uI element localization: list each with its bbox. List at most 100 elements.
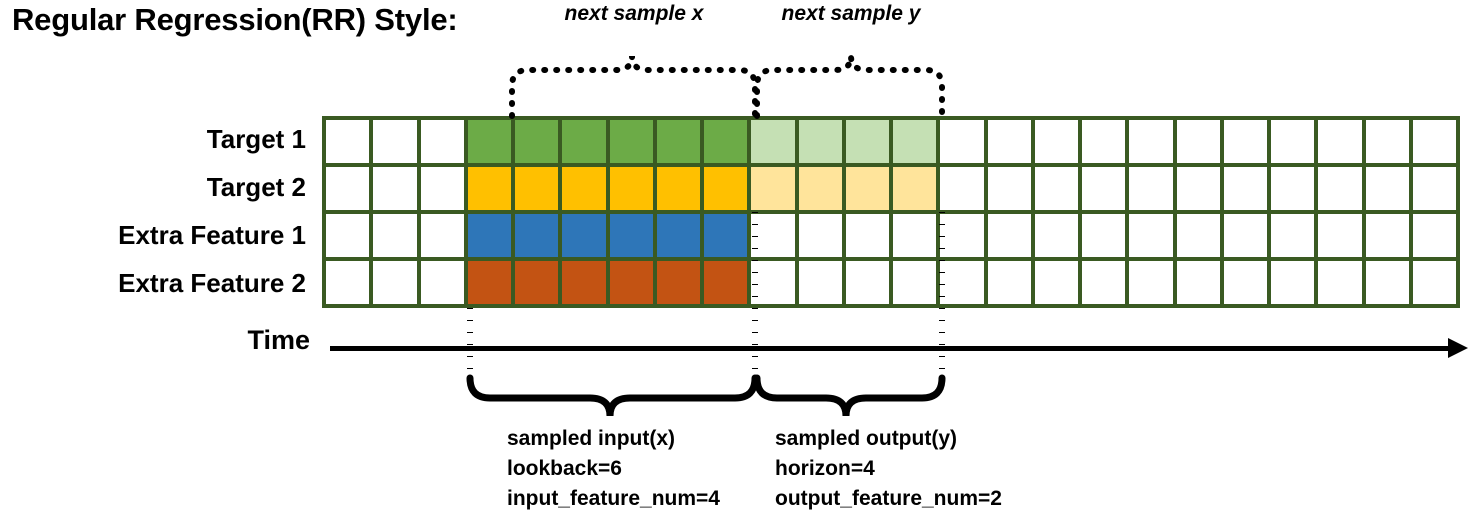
grid-cell [562,167,606,210]
grid-cell [1082,261,1126,304]
grid-cell [1223,261,1267,304]
grid-cell [1129,167,1173,210]
grid-cell [515,167,559,210]
grid-cell [656,120,700,163]
grid-cell [751,261,795,304]
sampled-input-caption: sampled input(x) lookback=6 input_featur… [507,424,720,513]
grid-cell [751,167,795,210]
sampled-output-caption: sampled output(y) horizon=4 output_featu… [775,424,1002,513]
grid-cell [656,214,700,257]
grid-cell [1082,167,1126,210]
sampled-output-line-2: horizon=4 [775,456,875,480]
grid-cell [562,261,606,304]
grid-cell [1412,214,1456,257]
grid-cell [1271,120,1315,163]
page-title: Regular Regression(RR) Style: [12,2,458,37]
grid-cell [1318,167,1362,210]
grid-cell [1129,261,1173,304]
grid-cell [609,214,653,257]
grid-cell [609,167,653,210]
grid-cell [609,120,653,163]
grid-cell [1129,120,1173,163]
grid-cell [1223,167,1267,210]
right-arrow-icon [1448,338,1468,358]
grid-cell [940,120,984,163]
grid-cell [1034,214,1078,257]
time-axis-line [330,346,1458,351]
grid-cell [845,214,889,257]
grid-cell [562,214,606,257]
grid-cell [326,214,370,257]
grid-cell [609,261,653,304]
grid-cell [845,120,889,163]
grid-cell [987,167,1031,210]
sampled-input-line-3: input_feature_num=4 [507,486,720,510]
grid-cell [987,261,1031,304]
grid-cell [1271,167,1315,210]
sampled-input-line-2: lookback=6 [507,456,622,480]
grid-cell [1176,120,1220,163]
grid-cell [1365,261,1409,304]
grid-cell [1318,120,1362,163]
grid-cell [420,214,464,257]
grid-cell [420,120,464,163]
grid-cell [845,261,889,304]
brace-sampled-input [466,374,759,417]
grid-cell [1223,120,1267,163]
grid-cell [467,120,511,163]
grid-cell [940,167,984,210]
row-label-target-2: Target 2 [206,172,306,202]
grid-cell [845,167,889,210]
grid-cell [893,261,937,304]
grid-cell [373,120,417,163]
grid-cell [373,214,417,257]
grid-cell [798,120,842,163]
sampled-output-line-3: output_feature_num=2 [775,486,1002,510]
grid-cell [987,214,1031,257]
grid-cell [893,167,937,210]
grid-cell [1176,261,1220,304]
grid-cell [751,214,795,257]
grid-cell [987,120,1031,163]
grid-cell [1176,214,1220,257]
grid-cell [467,261,511,304]
sampled-output-line-1: sampled output(y) [775,427,957,450]
grid-cell [1318,214,1362,257]
grid-cell [1365,214,1409,257]
grid-cell [1271,214,1315,257]
row-label-extra-feature-2: Extra Feature 2 [118,268,306,298]
next-sample-y-label: next sample y [781,2,921,25]
brace-sampled-output [753,374,946,417]
grid-cell [704,214,748,257]
grid-cell [326,261,370,304]
grid-cell [562,120,606,163]
brace-next-sample-y [754,55,945,119]
grid-cell [704,167,748,210]
grid-cell [1412,261,1456,304]
grid-cell [515,261,559,304]
grid-cell [751,120,795,163]
grid-cell [467,167,511,210]
grid-cell [1176,167,1220,210]
grid-cell [373,261,417,304]
next-sample-x-label: next sample x [564,2,704,25]
grid-cell [893,214,937,257]
time-axis-label: Time [247,325,310,355]
row-label-extra-feature-1: Extra Feature 1 [118,220,306,250]
grid-cell [1318,261,1362,304]
grid-cell [1034,261,1078,304]
grid-cell [326,167,370,210]
grid-cell [798,214,842,257]
brace-next-sample-x [509,55,758,119]
grid-cell [467,214,511,257]
grid-cell [798,261,842,304]
grid-cell [1365,167,1409,210]
grid-cell [1365,120,1409,163]
grid-cell [656,167,700,210]
grid-cell [1129,214,1173,257]
grid-cell [1412,167,1456,210]
row-label-target-1: Target 1 [206,124,306,154]
grid-cell [373,167,417,210]
grid-cell [326,120,370,163]
grid-cell [1271,261,1315,304]
